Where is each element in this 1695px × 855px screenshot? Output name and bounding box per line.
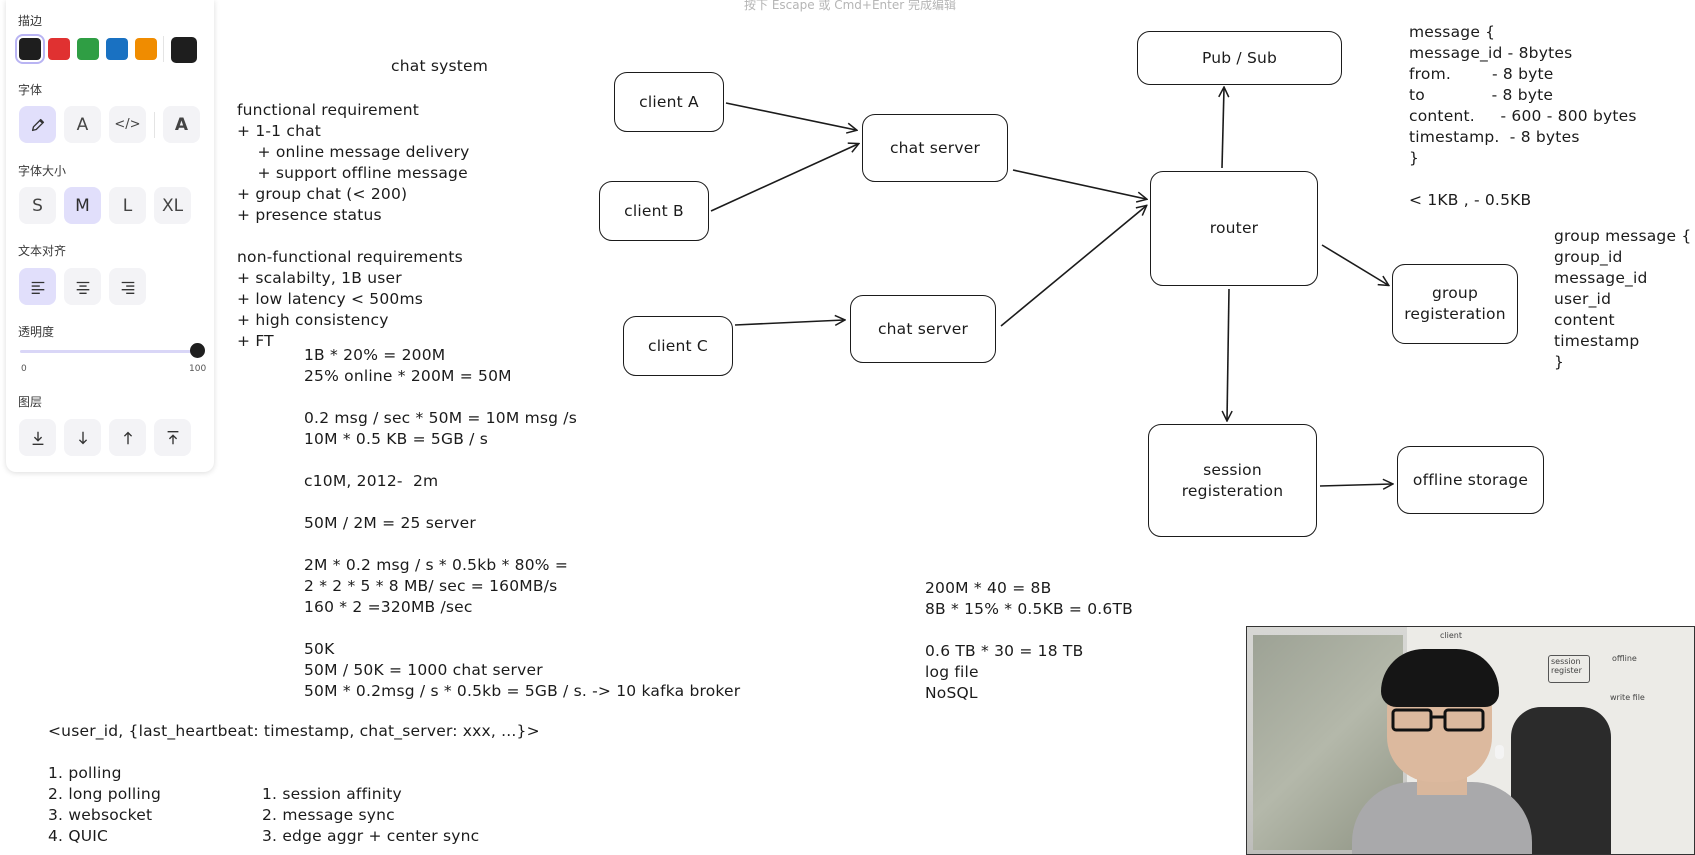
- text-align-label: 文本对齐: [18, 244, 67, 258]
- offline-storage-box[interactable]: offline storage: [1397, 446, 1544, 514]
- font-normal-glyph: A: [76, 114, 89, 135]
- send-backward-button[interactable]: [64, 419, 101, 456]
- chat-server-box[interactable]: chat server: [850, 295, 996, 363]
- send-to-back-icon: [32, 431, 43, 445]
- font-excalifont-button[interactable]: A: [163, 106, 200, 143]
- router-box[interactable]: router: [1150, 171, 1318, 286]
- color-swatch-red[interactable]: [48, 38, 70, 60]
- sync-strategy-text[interactable]: 1. session affinity 2. message sync 3. e…: [262, 785, 480, 845]
- align-left-icon: [31, 281, 44, 294]
- session-registration-box[interactable]: session registeration: [1148, 424, 1317, 537]
- arrow-chat-server-to-router: [1012, 169, 1146, 199]
- opacity-slider-track[interactable]: [20, 350, 200, 353]
- arrow-router-to-group-registration: [1321, 244, 1388, 285]
- client-c-box[interactable]: client C: [623, 316, 733, 376]
- client-a-box[interactable]: client A: [614, 72, 724, 132]
- chat-server-box[interactable]: chat server: [862, 114, 1008, 182]
- group-registration-box[interactable]: group registeration: [1392, 264, 1518, 344]
- opacity-slider-handle[interactable]: [190, 343, 205, 358]
- whiteboard-sketch-box: [1548, 655, 1590, 683]
- webcam-overlay: session register offline write file clie…: [1246, 626, 1695, 855]
- pencil-icon: [31, 118, 44, 131]
- color-swatch-green[interactable]: [77, 38, 99, 60]
- align-center-icon: [76, 281, 89, 294]
- diagram-title[interactable]: chat system: [391, 57, 489, 75]
- earbud-icon: [1495, 745, 1504, 759]
- edit-hint: 按下 Escape 或 Cmd+Enter 完成编辑: [744, 0, 956, 12]
- glasses-icon: [1391, 708, 1485, 732]
- font-size-m-label: M: [75, 195, 90, 216]
- opacity-max-label: 100: [189, 364, 207, 374]
- message-schema-text[interactable]: message { message_id - 8bytes from. - 8 …: [1409, 23, 1637, 209]
- font-normal-button[interactable]: A: [64, 106, 101, 143]
- font-family-label: 字体: [18, 83, 43, 97]
- font-code-button[interactable]: </>: [109, 106, 146, 143]
- align-right-button[interactable]: [109, 268, 146, 305]
- font-size-xl-button[interactable]: XL: [154, 187, 191, 224]
- arrow-client-b-to-chat-server: [710, 144, 858, 212]
- divider: [154, 112, 155, 138]
- opacity-min-label: 0: [21, 364, 27, 374]
- arrow-chat-server-2-to-router: [1000, 206, 1146, 327]
- pubsub-box[interactable]: Pub / Sub: [1137, 31, 1342, 85]
- code-icon: </>: [114, 117, 141, 132]
- requirements-text[interactable]: functional requirement + 1-1 chat + onli…: [237, 101, 470, 350]
- divider: [163, 36, 164, 62]
- font-size-l-label: L: [122, 195, 133, 216]
- arrow-session-to-offline-storage: [1319, 484, 1392, 486]
- font-size-label: 字体大小: [18, 164, 67, 178]
- font-size-xl-label: XL: [161, 195, 184, 216]
- whiteboard-text: write file: [1610, 693, 1645, 702]
- arrow-router-to-session-registration: [1227, 288, 1229, 420]
- send-to-back-button[interactable]: [19, 419, 56, 456]
- capacity-calc-text[interactable]: 1B * 20% = 200M 25% online * 200M = 50M …: [304, 346, 741, 700]
- storage-calc-text[interactable]: 200M * 40 = 8B 8B * 15% * 0.5KB = 0.6TB …: [925, 579, 1133, 702]
- font-hand-drawn-button[interactable]: [19, 106, 56, 143]
- align-left-button[interactable]: [19, 268, 56, 305]
- group-message-schema-text[interactable]: group message { group_id message_id user…: [1554, 227, 1692, 371]
- arrow-up-icon: [123, 431, 132, 444]
- font-excalifont-glyph: A: [174, 114, 189, 135]
- color-swatch-black[interactable]: [15, 34, 45, 64]
- arrow-client-a-to-chat-server: [725, 102, 856, 130]
- opacity-label: 透明度: [18, 325, 55, 339]
- align-center-button[interactable]: [64, 268, 101, 305]
- font-size-m-button[interactable]: M: [64, 187, 101, 224]
- arrow-router-to-pubsub: [1222, 88, 1224, 169]
- client-b-box[interactable]: client B: [599, 181, 709, 241]
- whiteboard-text: client: [1440, 631, 1462, 640]
- current-color-swatch[interactable]: [171, 37, 197, 63]
- stroke-label: 描边: [18, 14, 43, 28]
- color-swatch-blue[interactable]: [106, 38, 128, 60]
- font-size-l-button[interactable]: L: [109, 187, 146, 224]
- protocol-list-text[interactable]: 1. polling 2. long polling 3. websocket …: [48, 764, 161, 845]
- whiteboard-text: session register: [1551, 657, 1582, 675]
- presence-entry-text[interactable]: <user_id, {last_heartbeat: timestamp, ch…: [48, 722, 540, 740]
- arrow-client-c-to-chat-server: [734, 320, 844, 325]
- arrow-down-icon: [78, 431, 87, 444]
- person-hair: [1381, 649, 1499, 707]
- color-swatch-orange[interactable]: [135, 38, 157, 60]
- bring-to-front-button[interactable]: [154, 419, 191, 456]
- align-right-icon: [121, 281, 134, 294]
- bring-to-front-icon: [167, 430, 178, 444]
- properties-panel: 描边 字体 A </> A 字体大小 S M L XL 文本对齐 透明度 0 1…: [6, 0, 214, 472]
- layers-label: 图层: [18, 395, 43, 409]
- whiteboard-text: offline: [1612, 654, 1637, 663]
- bring-forward-button[interactable]: [109, 419, 146, 456]
- font-size-s-label: S: [32, 195, 43, 216]
- font-size-s-button[interactable]: S: [19, 187, 56, 224]
